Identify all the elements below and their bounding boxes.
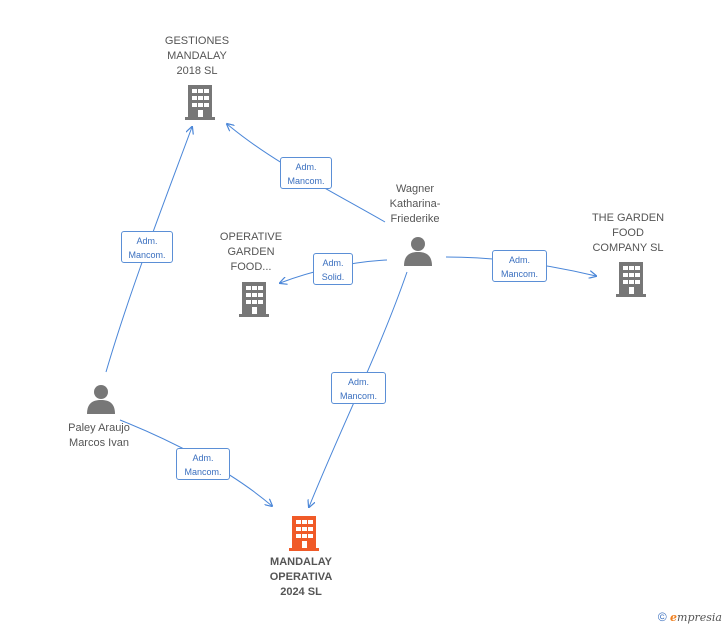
building-icon[interactable] bbox=[287, 515, 321, 551]
person-label-paley[interactable]: Paley Araujo Marcos Ivan bbox=[68, 422, 130, 449]
building-icon[interactable] bbox=[614, 261, 648, 297]
company-label-gestiones[interactable]: GESTIONES MANDALAY 2018 SL bbox=[164, 35, 230, 77]
edge-badge-wagner-operative[interactable]: Adm. Solid. bbox=[313, 253, 353, 285]
company-label-mandalay-operativa[interactable]: MANDALAY OPERATIVA 2024 SL bbox=[269, 556, 333, 598]
brand-logo: empresia bbox=[670, 611, 722, 624]
edge-badge-paley-mandalay[interactable]: Adm. Mancom. bbox=[176, 448, 230, 480]
building-icon[interactable] bbox=[237, 281, 271, 317]
edge-badge-wagner-mandalay[interactable]: Adm. Mancom. bbox=[331, 372, 386, 404]
person-icon[interactable] bbox=[86, 384, 116, 414]
edge-badge-wagner-garden[interactable]: Adm. Mancom. bbox=[492, 250, 547, 282]
edge-badge-paley-gestiones[interactable]: Adm. Mancom. bbox=[121, 231, 173, 263]
copyright-icon: © bbox=[657, 610, 667, 624]
building-icon[interactable] bbox=[183, 84, 217, 120]
person-label-wagner[interactable]: Wagner Katharina- Friederike bbox=[389, 183, 441, 225]
person-icon[interactable] bbox=[403, 236, 433, 266]
edge-badge-wagner-gestiones[interactable]: Adm. Mancom. bbox=[280, 157, 332, 189]
company-label-operative[interactable]: OPERATIVE GARDEN FOOD... bbox=[219, 231, 283, 273]
company-label-garden[interactable]: THE GARDEN FOOD COMPANY SL bbox=[591, 212, 665, 254]
empresia-watermark: © empresia bbox=[658, 610, 722, 624]
